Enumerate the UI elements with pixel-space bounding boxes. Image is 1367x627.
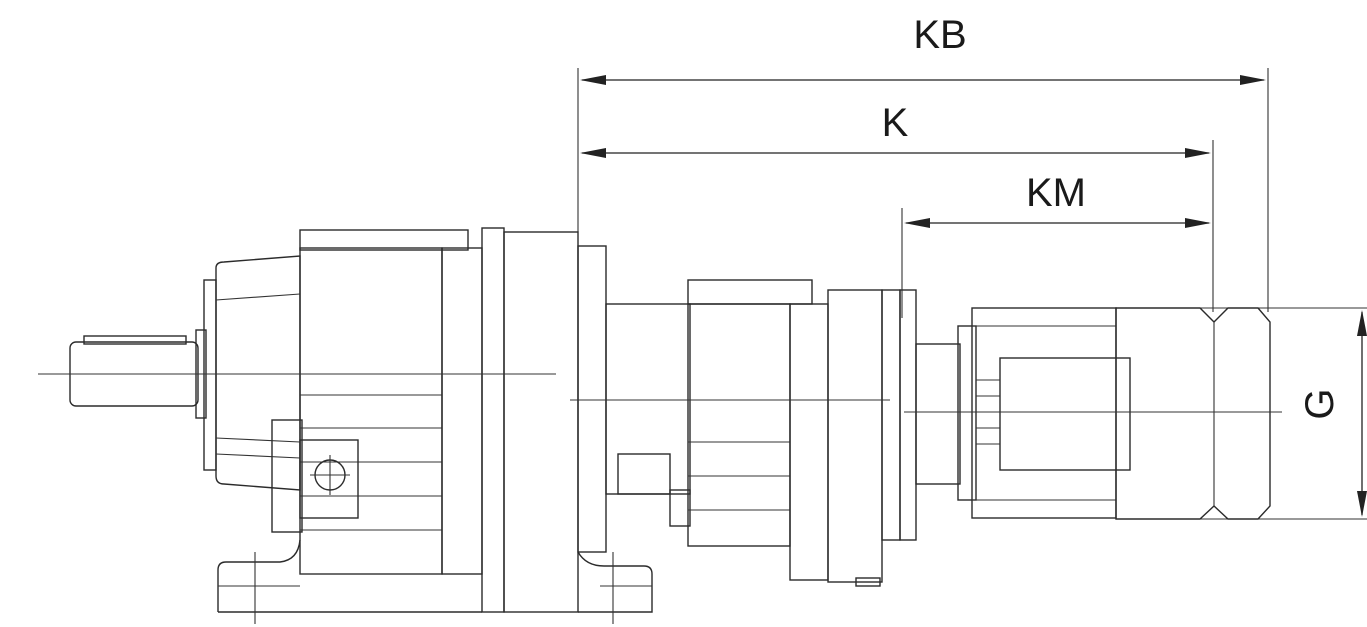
- dimension-g-arrow-bottom: [1357, 491, 1367, 517]
- dimension-g-arrow-top: [1357, 310, 1367, 336]
- dimension-km-arrow-right: [1185, 218, 1211, 228]
- reducer-rear-wall: [789, 303, 829, 581]
- terminal-box: [999, 357, 1131, 471]
- shaft-key: [83, 335, 187, 345]
- adapter-lug: [617, 453, 671, 495]
- gearbox-main: [69, 227, 653, 624]
- dimension-k-arrow-right: [1185, 148, 1211, 158]
- foot-left: [217, 539, 301, 612]
- reducer-top-rib: [687, 279, 813, 305]
- dimension-km-arrow-left: [904, 218, 930, 228]
- label-g: G: [1298, 388, 1342, 419]
- label-kb: KB: [913, 13, 966, 57]
- foot-right: [577, 551, 653, 613]
- label-km: KM: [1026, 171, 1086, 215]
- motor-shaft-spacer: [915, 343, 961, 485]
- motor-adapter-plate: [881, 289, 901, 541]
- dimension-kb-arrow-left: [580, 75, 606, 85]
- oil-plug-block: [299, 439, 359, 519]
- center-flange: [481, 227, 505, 613]
- second-stage-housing: [503, 231, 579, 613]
- side-boss: [271, 419, 303, 533]
- reducer-flange: [827, 289, 883, 583]
- adapter-stage: [577, 245, 917, 587]
- housing-top-rib: [299, 229, 469, 251]
- motor-body: [971, 307, 1117, 519]
- dimension-k-arrow-left: [580, 148, 606, 158]
- fan-cover: [1115, 307, 1271, 520]
- label-k: K: [882, 101, 909, 145]
- dimension-kb-arrow-right: [1240, 75, 1266, 85]
- motor: [915, 307, 1271, 520]
- housing-body: [299, 247, 443, 575]
- centerlines: [38, 373, 1282, 413]
- housing-rear-wall: [441, 247, 483, 575]
- adapter-flange-plate: [577, 245, 607, 553]
- motor-front-flange: [957, 325, 977, 501]
